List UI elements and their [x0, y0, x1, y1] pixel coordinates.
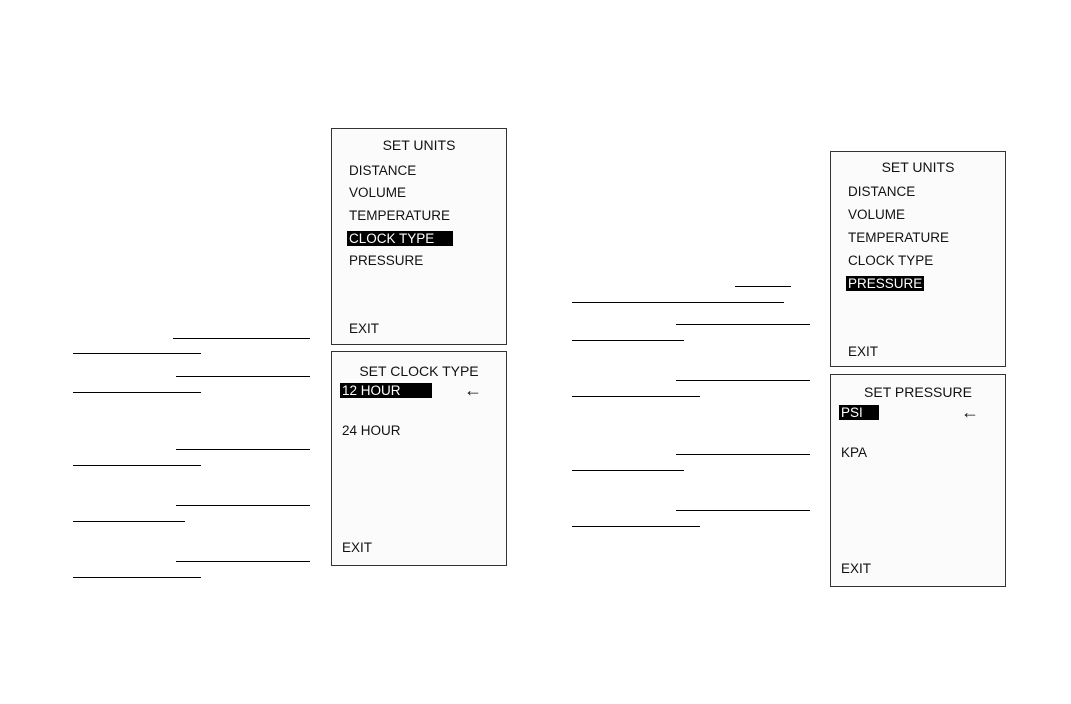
blank-line	[572, 302, 784, 303]
menu-item-volume[interactable]: VOLUME	[349, 185, 407, 200]
menu-item-distance[interactable]: DISTANCE	[848, 184, 916, 199]
set-pressure-screen: SET PRESSURE PSI ← KPA EXIT	[830, 374, 1006, 587]
menu-item-volume[interactable]: VOLUME	[848, 207, 906, 222]
menu-item-pressure[interactable]: PRESSURE	[349, 253, 424, 268]
blank-line	[572, 396, 700, 397]
menu-item-clock-type[interactable]: CLOCK TYPE	[848, 253, 934, 268]
set-units-screen-pressure: SET UNITS DISTANCE VOLUME TEMPERATURE CL…	[830, 151, 1006, 367]
menu-item-temperature[interactable]: TEMPERATURE	[848, 230, 950, 245]
blank-line	[73, 353, 201, 354]
menu-item-distance[interactable]: DISTANCE	[349, 163, 417, 178]
blank-line	[176, 449, 310, 450]
screen-title: SET UNITS	[881, 159, 955, 175]
exit-item[interactable]: EXIT	[349, 321, 380, 336]
blank-line	[572, 470, 684, 471]
screen-title: SET UNITS	[382, 137, 456, 153]
exit-item[interactable]: EXIT	[342, 540, 373, 555]
blank-line	[572, 340, 684, 341]
option-psi-selected[interactable]: PSI	[839, 405, 879, 420]
menu-item-pressure-selected[interactable]: PRESSURE	[846, 276, 925, 291]
set-units-screen-clock: SET UNITS DISTANCE VOLUME TEMPERATURE CL…	[331, 128, 507, 345]
blank-line	[73, 465, 201, 466]
blank-line	[735, 286, 791, 287]
screen-title: SET PRESSURE	[864, 384, 972, 400]
blank-line	[676, 454, 810, 455]
blank-line	[73, 392, 201, 393]
menu-item-clock-type-selected[interactable]: CLOCK TYPE	[347, 231, 453, 246]
menu-item-temperature[interactable]: TEMPERATURE	[349, 208, 451, 223]
exit-item[interactable]: EXIT	[841, 561, 872, 576]
set-clock-type-screen: SET CLOCK TYPE 12 HOUR ← 24 HOUR EXIT	[331, 351, 507, 566]
option-kpa[interactable]: KPA	[841, 445, 868, 460]
blank-line	[173, 338, 310, 339]
screen-title: SET CLOCK TYPE	[359, 363, 479, 379]
option-24-hour[interactable]: 24 HOUR	[342, 423, 401, 438]
blank-line	[676, 510, 810, 511]
exit-item[interactable]: EXIT	[848, 344, 879, 359]
left-arrow-icon: ←	[464, 380, 482, 400]
blank-line	[676, 380, 810, 381]
blank-line	[572, 526, 700, 527]
option-12-hour-selected[interactable]: 12 HOUR	[340, 383, 432, 398]
blank-line	[676, 324, 810, 325]
blank-line	[176, 376, 310, 377]
blank-line	[176, 505, 310, 506]
left-arrow-icon: ←	[961, 402, 979, 422]
blank-line	[176, 561, 310, 562]
blank-line	[73, 521, 185, 522]
blank-line	[73, 577, 201, 578]
